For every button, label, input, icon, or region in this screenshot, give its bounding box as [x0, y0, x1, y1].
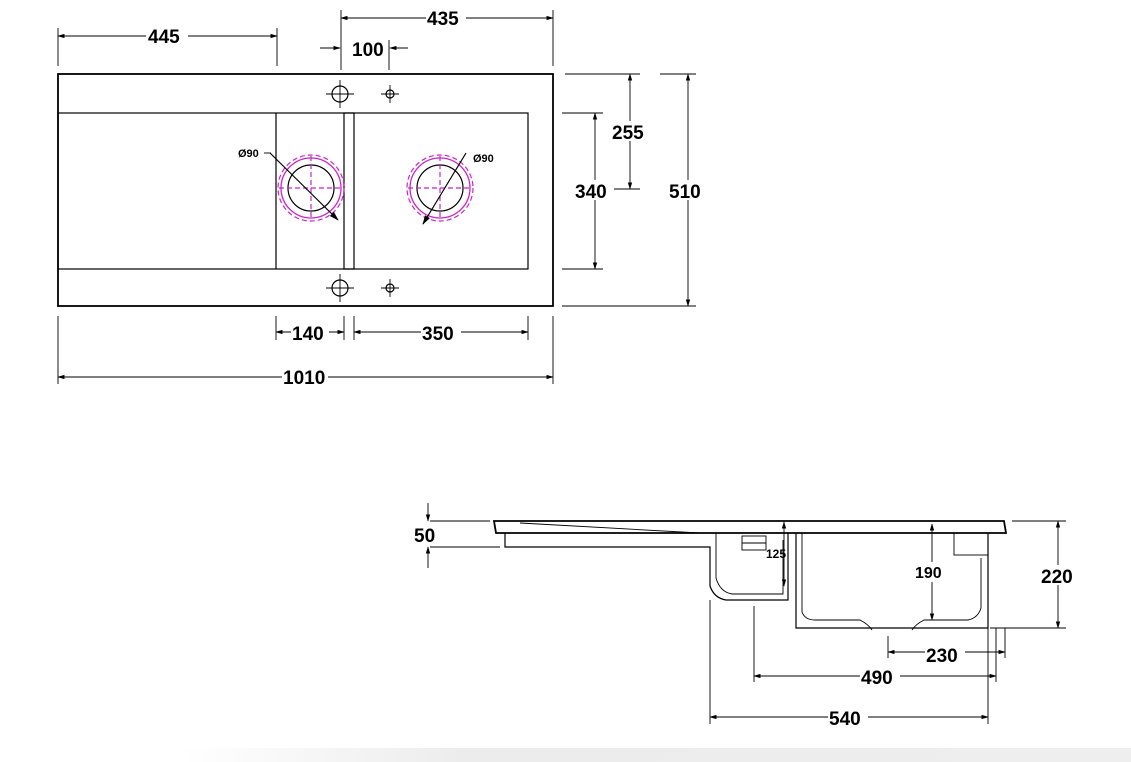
plan-view: Ø90 Ø90 445 435: [57, 8, 708, 389]
dim-1010: 1010: [57, 316, 554, 389]
svg-text:435: 435: [427, 9, 459, 30]
svg-text:220: 220: [1041, 567, 1073, 588]
dim-435: 435: [340, 8, 554, 70]
dim-125: 125: [766, 521, 786, 587]
dim-540: 540: [709, 600, 989, 730]
section-top: [492, 520, 1008, 534]
dim-190: 190: [914, 562, 950, 582]
bottom-shade: [180, 748, 1131, 762]
waste-left: [269, 152, 345, 222]
svg-text:140: 140: [292, 324, 324, 345]
dim-340: 340: [562, 112, 614, 270]
dim-510: 510: [562, 73, 708, 307]
dim-230: 230: [887, 628, 1006, 667]
inner-area: [57, 112, 529, 270]
svg-text:125: 125: [766, 547, 786, 561]
svg-text:230: 230: [926, 646, 958, 667]
svg-text:255: 255: [612, 123, 644, 144]
tap-hole-top-right: [381, 85, 399, 103]
main-bowl: [795, 533, 989, 629]
dim-490: 490: [753, 606, 997, 689]
svg-text:350: 350: [422, 324, 454, 345]
section-view: 50 125 190 220 230: [414, 503, 1080, 730]
svg-text:490: 490: [861, 668, 893, 689]
svg-text:100: 100: [352, 40, 384, 61]
waste-left-label: Ø90: [238, 148, 259, 160]
svg-text:510: 510: [669, 182, 701, 203]
sink-outline: [57, 73, 554, 307]
tap-hole-bottom-right: [381, 279, 399, 297]
tap-hole-top-left: [326, 80, 354, 108]
bowl-divider: [343, 112, 355, 270]
waste-right-label: Ø90: [473, 153, 494, 165]
svg-text:540: 540: [829, 709, 861, 730]
waste-right: [406, 152, 474, 225]
dim-50: 50: [414, 503, 500, 568]
dim-350: 350: [353, 316, 529, 345]
dim-100: 100: [320, 40, 408, 70]
tap-hole-bottom-left: [326, 274, 354, 302]
dim-140: 140: [275, 316, 345, 345]
dim-445: 445: [57, 26, 278, 66]
dim-255: 255: [565, 73, 651, 190]
svg-text:340: 340: [575, 182, 607, 203]
svg-text:50: 50: [414, 526, 435, 547]
svg-text:190: 190: [915, 565, 942, 582]
drainer-underside: [504, 533, 789, 601]
dim-220: 220: [990, 520, 1080, 629]
svg-text:1010: 1010: [283, 368, 325, 389]
svg-text:445: 445: [148, 27, 180, 48]
